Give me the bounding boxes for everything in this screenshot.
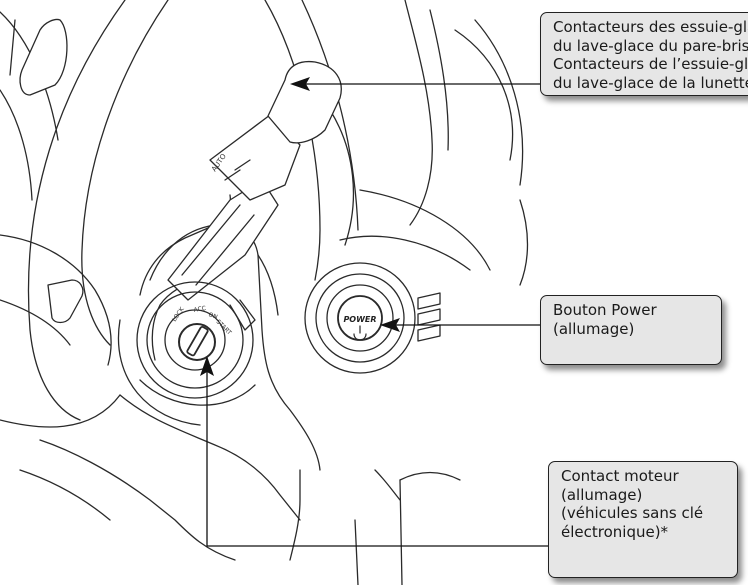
callout-wipers-line-1: Contacteurs des essuie-glaces et: [553, 18, 748, 36]
leader-lines: [206, 83, 548, 547]
wiper-stalk: [139, 60, 342, 361]
steering-wheel: [0, 0, 169, 421]
callout-ignition-switch: Contact moteur (allumage) (véhicules san…: [548, 461, 738, 578]
arrowhead-wipers: [290, 77, 310, 91]
callout-ignition-line-4: électronique)*: [561, 522, 669, 541]
arrowhead-power: [380, 318, 400, 332]
column-shroud: [0, 223, 461, 585]
leader-line-ignition: [206, 364, 548, 547]
air-vent: [417, 292, 441, 342]
callout-ignition-line-2: (allumage): [561, 485, 643, 504]
callout-ignition-line-1: Contact moteur: [561, 467, 679, 485]
ignition-label-acc: ACC: [193, 305, 206, 314]
dashboard: [264, 0, 529, 286]
callout-wipers-line-2: du lave-glace du pare-brise/: [553, 36, 748, 55]
power-button-housing: [304, 262, 416, 374]
callout-ignition-line-3: (véhicules sans clé: [561, 504, 704, 522]
ignition-label-on: ON: [207, 311, 218, 321]
callout-wipers-line-4: du lave-glace de la lunette arrière: [553, 73, 748, 92]
callout-power-button: Bouton Power (allumage): [540, 295, 722, 365]
callout-wipers-line-3: Contacteurs de l’essuie-glace et: [553, 55, 748, 73]
callout-wiper-switches: Contacteurs des essuie-glaces et du lave…: [540, 12, 748, 96]
callout-power-line-2: (allumage): [553, 319, 635, 338]
ignition-switch: [117, 281, 256, 426]
arrowhead-ignition: [200, 356, 214, 376]
callout-power-line-1: Bouton Power: [553, 301, 657, 319]
power-button-label: POWER: [343, 315, 376, 324]
